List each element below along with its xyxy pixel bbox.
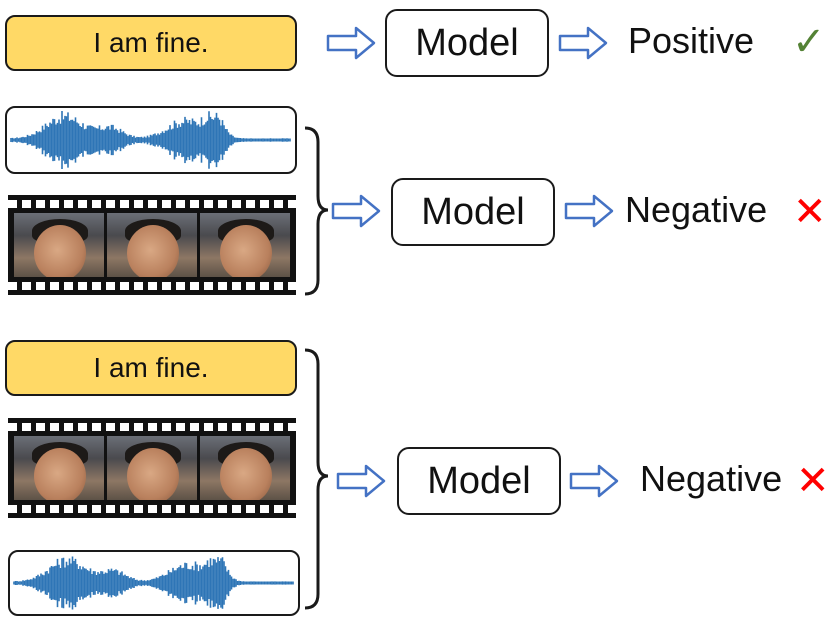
text-input-box: I am fine. — [5, 340, 297, 396]
video-frame — [200, 213, 290, 277]
prediction-label: Negative — [640, 458, 783, 499]
audio-waveform-box — [5, 106, 297, 174]
hollow-right-arrow-icon — [564, 194, 614, 228]
hollow-right-arrow-icon — [326, 26, 376, 60]
cross-mark-icon: ✕ — [796, 459, 830, 503]
prediction-label: Negative — [625, 189, 768, 230]
curly-brace — [304, 126, 329, 296]
hollow-right-arrow-icon — [331, 194, 381, 228]
hollow-right-arrow-icon — [569, 464, 619, 498]
text-input-box: I am fine. — [5, 15, 297, 71]
audio-waveform-box — [8, 550, 300, 616]
video-frame — [14, 436, 104, 500]
film-strip-icon — [8, 418, 296, 518]
hollow-right-arrow-icon — [336, 464, 386, 498]
audio-waveform-icon — [10, 111, 291, 169]
model-box: Model — [397, 447, 561, 515]
model-box: Model — [385, 9, 549, 77]
video-frame — [200, 436, 290, 500]
video-frame — [107, 436, 197, 500]
film-strip-icon — [8, 195, 296, 295]
hollow-right-arrow-icon — [558, 26, 608, 60]
check-mark-icon: ✓ — [792, 20, 826, 64]
prediction-label: Positive — [628, 20, 755, 61]
video-frame — [14, 213, 104, 277]
cross-mark-icon: ✕ — [793, 190, 827, 234]
audio-waveform-icon — [13, 556, 294, 610]
curly-brace — [304, 348, 329, 610]
model-box: Model — [391, 178, 555, 246]
video-frame — [107, 213, 197, 277]
